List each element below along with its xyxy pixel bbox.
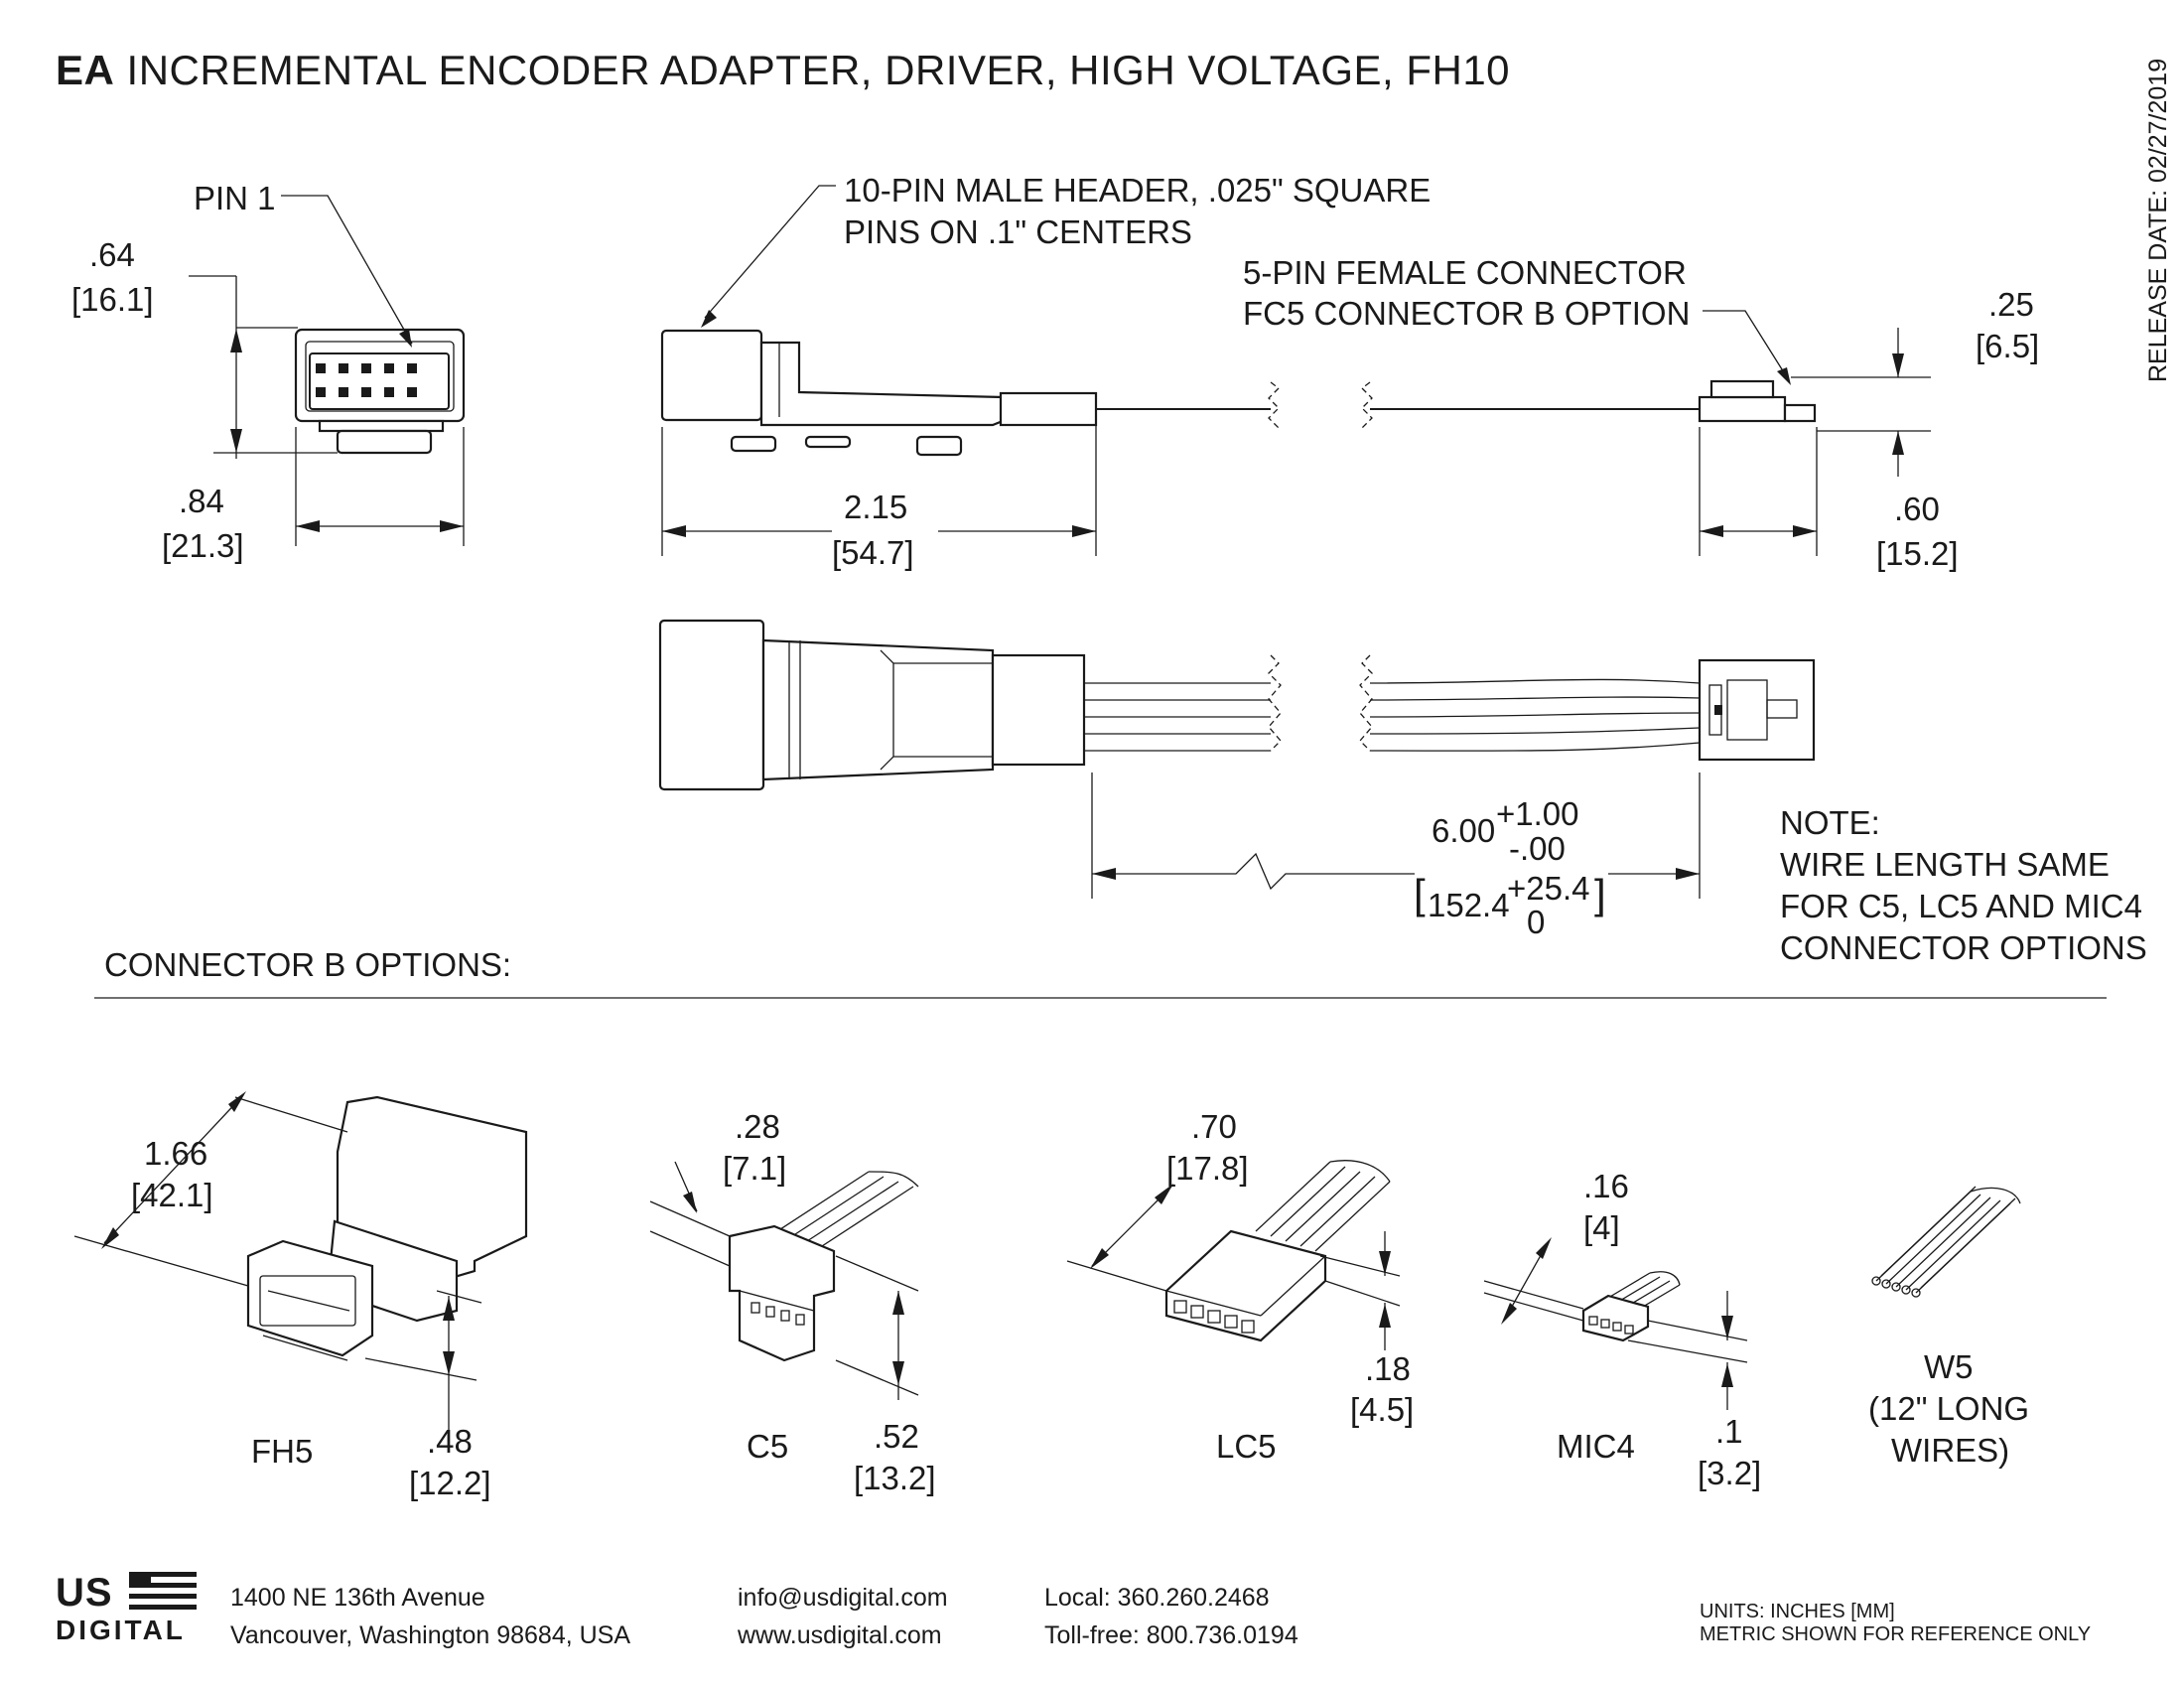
dim-wire-in: 6.00 [1432,812,1496,849]
connector-side-view [660,329,1817,457]
connector-top-view [658,619,1816,791]
c5-dim1-in: .28 [735,1108,780,1145]
dim-wire-in-minus: -.00 [1509,830,1566,867]
c5-dim2-mm: [13.2] [854,1460,936,1496]
dim-wire-mm-close: ] [1594,871,1606,917]
mic4-dim2-in: .1 [1715,1413,1743,1450]
w5-wires-icon [1871,1186,2021,1298]
note-line1: NOTE: [1780,804,1880,841]
mic4-dim1-mm: [4] [1583,1209,1620,1246]
female-callout-line2: FC5 CONNECTOR B OPTION [1243,295,1691,332]
fh5-label: FH5 [251,1433,314,1470]
logo-digital-text: DIGITAL [56,1615,186,1645]
dim-width-mm: [21.3] [162,527,244,564]
dim-length-mm: [54.7] [832,534,914,571]
mic4-dim1-in: .16 [1583,1168,1629,1204]
fh5-dim2-in: .48 [427,1423,473,1460]
fh5-dim1-in: 1.66 [144,1135,208,1172]
note-line2: WIRE LENGTH SAME [1780,846,2110,883]
note-line3: FOR C5, LC5 AND MIC4 [1780,888,2142,924]
dim-wire-in-plus: +1.00 [1496,795,1579,832]
lc5-dim2-in: .18 [1365,1350,1411,1387]
dim-length-in: 2.15 [844,489,908,525]
dim-wire-mm-open: [ [1414,871,1426,917]
mic4-connector-icon [1581,1271,1681,1342]
dim-height-mm: [16.1] [71,281,154,318]
c5-connector-icon [728,1171,919,1362]
pin-header-front-view [294,328,466,455]
page-title: EA INCREMENTAL ENCODER ADAPTER, DRIVER, … [56,50,1510,91]
lc5-dim1-mm: [17.8] [1166,1150,1249,1187]
pin1-label: PIN 1 [194,180,276,216]
dim-fc5-h-in: .25 [1988,286,2034,323]
units-line1: UNITS: INCHES [MM] [1700,1601,1895,1622]
fh5-dim2-mm: [12.2] [409,1465,491,1501]
c5-dim2-in: .52 [874,1418,919,1455]
header-callout-line2: PINS ON .1" CENTERS [844,213,1192,250]
dim-fc5-w-in: .60 [1894,491,1940,527]
mic4-label: MIC4 [1557,1428,1635,1465]
c5-dim1-mm: [7.1] [723,1150,787,1187]
fh5-connector-icon [246,1095,528,1361]
logo-us-text: US [56,1571,113,1615]
local-phone: Local: 360.260.2468 [1044,1584,1270,1612]
w5-label: W5 [1924,1348,1974,1385]
address-line1: 1400 NE 136th Avenue [230,1584,485,1612]
tollfree-phone: Toll-free: 800.736.0194 [1044,1621,1298,1649]
title-bold: EA [56,47,115,93]
title-text: INCREMENTAL ENCODER ADAPTER, DRIVER, HIG… [126,47,1511,93]
dim-width-in: .84 [179,483,224,519]
dim-fc5-h-mm: [6.5] [1976,328,2040,364]
lc5-connector-icon [1164,1160,1391,1342]
lc5-dim1-in: .70 [1191,1108,1237,1145]
us-digital-flag-icon [129,1572,197,1610]
dim-fc5-w-mm: [15.2] [1876,535,1959,572]
header-callout-line1: 10-PIN MALE HEADER, .025" SQUARE [844,172,1432,209]
website-link[interactable]: www.usdigital.com [738,1621,942,1649]
note-line4: CONNECTOR OPTIONS [1780,929,2147,966]
connector-options-heading: CONNECTOR B OPTIONS: [104,946,512,983]
email-link[interactable]: info@usdigital.com [738,1584,948,1612]
dim-wire-mm-minus: 0 [1527,904,1546,940]
lc5-label: LC5 [1216,1428,1277,1465]
female-callout-line1: 5-PIN FEMALE CONNECTOR [1243,254,1687,291]
fh5-dim1-mm: [42.1] [131,1177,213,1213]
dim-height-in: .64 [89,236,135,273]
c5-label: C5 [747,1428,789,1465]
dim-wire-mm-plus: +25.4 [1507,870,1590,907]
units-line2: METRIC SHOWN FOR REFERENCE ONLY [1700,1623,2092,1645]
w5-line3: WIRES) [1891,1432,2010,1469]
w5-line2: (12" LONG [1868,1390,2030,1427]
lc5-dim2-mm: [4.5] [1350,1391,1415,1428]
address-line2: Vancouver, Washington 98684, USA [230,1621,631,1649]
dim-wire-mm: 152.4 [1428,887,1510,923]
mic4-dim2-mm: [3.2] [1698,1455,1762,1491]
